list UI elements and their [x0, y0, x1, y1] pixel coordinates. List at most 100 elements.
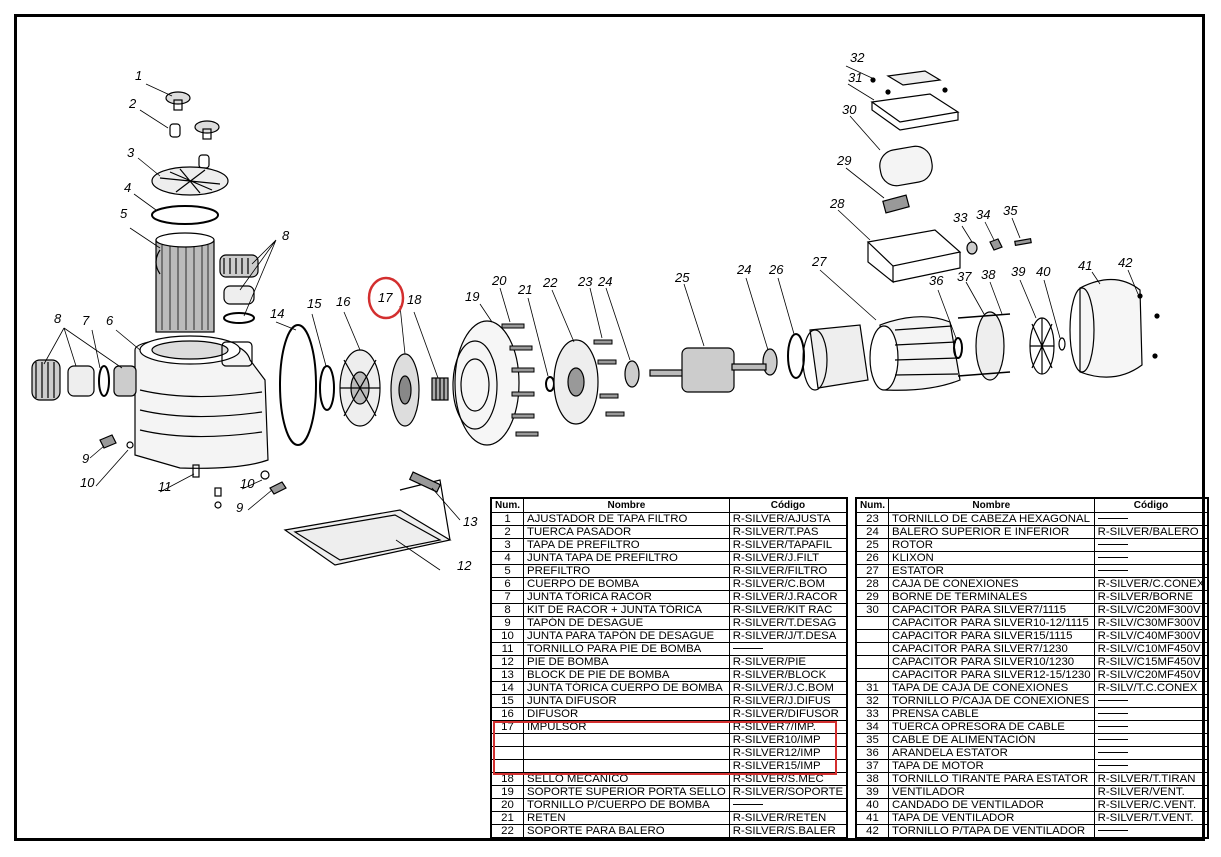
callout-39: 39 [1011, 264, 1025, 279]
cell-code: R-SILVER7/IMP. [728, 720, 848, 734]
cell-code: R-SILVER/BALERO [1093, 525, 1209, 539]
cell-num: 10 [490, 629, 524, 643]
cell-name: CAPACITOR PARA SILVER7/1230 [888, 642, 1095, 656]
cell-num: 16 [490, 707, 524, 721]
callout-4: 4 [124, 180, 131, 195]
cell-num: 23 [855, 512, 889, 526]
cell-code: R-SILV/C30MF300V [1093, 616, 1209, 630]
table-header-row: Num. Nombre Código [855, 497, 1209, 513]
cell-name: PIE DE BOMBA [523, 655, 730, 669]
cell-num: 19 [490, 785, 524, 799]
table-row: R-SILVER10/IMP [490, 733, 848, 747]
cell-name: PREFILTRO [523, 564, 730, 578]
cell-code: R-SILVER15/IMP [728, 759, 848, 773]
callout-12: 12 [457, 558, 472, 573]
callout-36: 36 [929, 273, 944, 288]
cell-code [1093, 759, 1209, 773]
cell-num: 40 [855, 798, 889, 812]
cell-code: R-SILVER/T.TIRAN [1093, 772, 1209, 786]
table-row: R-SILVER15/IMP [490, 759, 848, 773]
pump-foot-assembly [283, 471, 452, 566]
cell-num [855, 616, 889, 630]
callout-35: 35 [1003, 203, 1018, 218]
cell-name: ROTOR [888, 538, 1095, 552]
cell-num: 15 [490, 694, 524, 708]
callout-6: 6 [106, 313, 114, 328]
cell-name: TAPA DE PREFILTRO [523, 538, 730, 552]
cell-name: AJUSTADOR DE TAPA FILTRO [523, 512, 730, 526]
callout-22: 22 [542, 275, 558, 290]
cell-num: 31 [855, 681, 889, 695]
cell-num: 30 [855, 603, 889, 617]
callout-23: 23 [577, 274, 593, 289]
cell-code [1093, 694, 1209, 708]
callout-9a: 9 [82, 451, 89, 466]
callout-8b: 8 [282, 228, 290, 243]
leader-lines [43, 65, 1139, 571]
cell-code [728, 798, 848, 812]
cell-code: R-SILVER/BLOCK [728, 668, 848, 682]
callout-21: 21 [517, 282, 532, 297]
cell-num: 29 [855, 590, 889, 604]
cell-code: R-SILVER/PIE [728, 655, 848, 669]
cell-code: R-SILVER/T.PAS [728, 525, 848, 539]
cell-num: 42 [855, 824, 889, 839]
cell-code: R-SILVER/C.BOM [728, 577, 848, 591]
callout-31: 31 [848, 70, 862, 85]
cell-num: 17 [490, 720, 524, 734]
header-num: Num. [490, 497, 524, 513]
callout-16: 16 [336, 294, 351, 309]
callout-2: 2 [128, 96, 137, 111]
cell-num: 7 [490, 590, 524, 604]
cell-name: CAPACITOR PARA SILVER10-12/1115 [888, 616, 1095, 630]
cell-num: 38 [855, 772, 889, 786]
cell-name: VENTILADOR [888, 785, 1095, 799]
cell-num: 6 [490, 577, 524, 591]
cell-name [523, 746, 730, 760]
callout-42: 42 [1118, 255, 1133, 270]
callout-17: 17 [378, 290, 393, 305]
callout-15: 15 [307, 296, 322, 311]
cell-code: R-SILVER/BORNE [1093, 590, 1209, 604]
cell-name: CAJA DE CONEXIONES [888, 577, 1095, 591]
cell-code: R-SILVER/KIT RAC [728, 603, 848, 617]
cell-num: 28 [855, 577, 889, 591]
cell-code: R-SILVER/T.DESAG [728, 616, 848, 630]
cell-num [855, 668, 889, 682]
cell-name: ESTATOR [888, 564, 1095, 578]
cell-code: R-SILV/C10MF450V [1093, 642, 1209, 656]
cell-code: R-SILVER/SOPORTE [728, 785, 848, 799]
cell-code [1093, 824, 1209, 839]
cell-name: TUERCA PASADOR [523, 525, 730, 539]
callout-24a: 24 [597, 274, 612, 289]
cell-name: JUNTA TAPA DE PREFILTRO [523, 551, 730, 565]
cell-name: TORNILLO PARA PIE DE BOMBA [523, 642, 730, 656]
cell-name [523, 733, 730, 747]
cell-num: 3 [490, 538, 524, 552]
callout-13: 13 [463, 514, 478, 529]
cell-name: JUNTA PARA TAPÓN DE DESAGUE [523, 629, 730, 643]
cell-num: 25 [855, 538, 889, 552]
